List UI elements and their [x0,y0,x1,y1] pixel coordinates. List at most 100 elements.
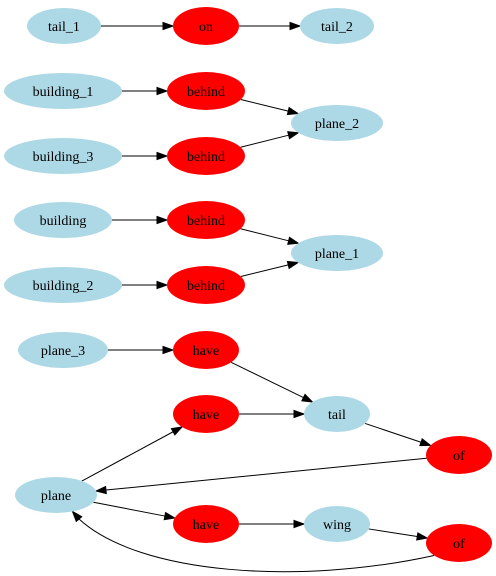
edge-line [364,422,422,443]
edge-have_b-to-tail [239,409,306,419]
arrowhead [286,260,300,270]
relation-ellipse [167,201,245,239]
relation-ellipse [173,7,239,45]
node-building-1: building_1 [4,73,122,109]
relation-ellipse [167,266,245,304]
edge-line [81,431,174,482]
node-of-b: of [426,524,492,562]
node-label: have [193,344,219,359]
node-building-3: building_3 [4,138,122,174]
edge-building-to-behind_c [112,215,169,225]
object-ellipse [18,332,108,368]
object-ellipse [291,105,383,141]
edge-behind_a-to-plane_2 [240,99,300,116]
node-label: building [40,214,87,229]
node-behind-b: behind [167,137,245,175]
node-building: building [14,202,112,238]
node-label: building_1 [33,85,94,100]
edge-have_a-to-tail [230,361,314,403]
node-label: tail_1 [48,20,80,35]
node-label: building_2 [33,279,94,294]
object-ellipse [291,235,383,271]
node-have-b: have [173,395,239,433]
edge-of_b-to-plane [71,510,435,573]
node-plane-3: plane_3 [18,332,108,368]
edge-line [93,501,165,517]
edge-line [240,99,289,112]
node-plane: plane [15,477,97,513]
node-have-a: have [173,331,239,369]
node-label: on [199,20,213,35]
node-behind-d: behind [167,266,245,304]
edge-line [368,528,418,537]
node-label: building_3 [33,150,94,165]
edge-building_1-to-behind_a [122,86,169,96]
arrowhead [156,151,169,161]
edge-line [230,361,304,399]
edge-tail-to-of_a [364,422,432,447]
object-ellipse [4,267,122,303]
edge-tail_1-to-on [101,21,175,31]
edge-line [240,134,289,148]
relation-ellipse [173,331,239,369]
edge-behind_d-to-plane_1 [240,260,300,277]
edges-layer [71,21,435,573]
relation-ellipse [426,436,492,474]
edge-line [105,457,427,491]
arrowhead [162,21,175,31]
node-behind-a: behind [167,72,245,110]
relation-ellipse [426,524,492,562]
edge-plane-to-have_c [93,501,177,521]
arrowhead [416,532,429,541]
edge-building_2-to-behind_d [122,280,169,290]
node-label: of [453,537,465,552]
node-wing: wing [304,506,370,542]
arrowhead [163,511,177,521]
relation-ellipse [167,137,245,175]
object-ellipse [27,8,101,44]
node-plane-1: plane_1 [291,235,383,271]
node-label: tail_2 [321,20,353,35]
arrowhead [289,21,302,31]
arrowhead [286,106,300,116]
edge-line [78,518,435,573]
object-ellipse [4,73,122,109]
relation-ellipse [173,505,239,543]
node-behind-c: behind [167,201,245,239]
node-plane-2: plane_2 [291,105,383,141]
arrowhead [287,236,300,245]
arrowhead [170,426,184,436]
object-ellipse [300,8,374,44]
object-ellipse [15,477,97,513]
node-tail-1: tail_1 [27,8,101,44]
node-tail-2: tail_2 [300,8,374,44]
node-label: plane_3 [41,344,85,359]
arrowhead [287,131,300,140]
node-have-c: have [173,505,239,543]
node-building-2: building_2 [4,267,122,303]
node-label: plane_1 [315,247,359,262]
arrowhead [293,409,306,419]
node-on: on [173,7,239,45]
arrowhead [419,437,432,447]
object-ellipse [4,138,122,174]
edge-plane-to-have_b [81,426,184,482]
node-label: tail [328,408,346,423]
arrowhead [293,519,306,529]
arrowhead [71,510,83,523]
node-label: have [193,518,219,533]
arrowhead [162,345,175,355]
node-label: of [453,449,465,464]
edge-plane_3-to-have_a [108,345,175,355]
edge-line [240,264,289,277]
arrowhead [301,393,314,403]
object-ellipse [304,396,370,432]
edge-wing-to-of_b [368,528,429,541]
node-tail: tail [304,396,370,432]
edge-building_3-to-behind_b [122,151,169,161]
object-ellipse [304,506,370,542]
edge-behind_c-to-plane_1 [240,228,300,245]
node-of-a: of [426,436,492,474]
